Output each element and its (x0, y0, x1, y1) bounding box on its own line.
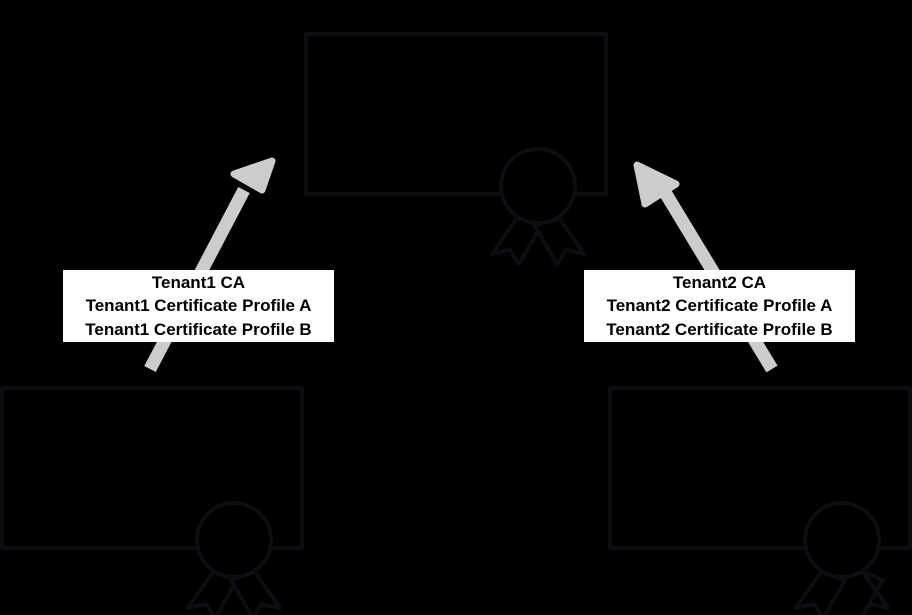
tenant1-certificate-profile-b-label: Tenant1 Certificate Profile B (85, 319, 312, 339)
tenant1-ca-label: Tenant1 CA (151, 272, 246, 292)
tenant2-certificate-profile-b-label: Tenant2 Certificate Profile B (606, 319, 833, 339)
tenant2-ca-label: Tenant2 CA (672, 272, 767, 292)
tenant2-certificate-profile-a-label: Tenant2 Certificate Profile A (606, 296, 833, 316)
bottom-right-certificate-node[interactable] (608, 386, 912, 615)
bottom-right-certificate-frame (608, 386, 912, 550)
bottom-left-certificate-node[interactable] (0, 386, 304, 615)
certificate-seal-icon (490, 147, 586, 266)
certificate-seal-icon (794, 501, 890, 615)
certificate-seal-icon (186, 501, 282, 615)
top-certificate-frame (304, 32, 608, 196)
bottom-left-certificate-frame (0, 386, 304, 550)
tenant1-label-box[interactable]: Tenant1 CA Tenant1 Certificate Profile A… (63, 270, 334, 342)
tenant1-certificate-profile-a-label: Tenant1 Certificate Profile A (85, 296, 312, 316)
tenant2-label-box[interactable]: Tenant2 CA Tenant2 Certificate Profile A… (584, 270, 855, 342)
top-certificate-node[interactable] (304, 32, 608, 266)
